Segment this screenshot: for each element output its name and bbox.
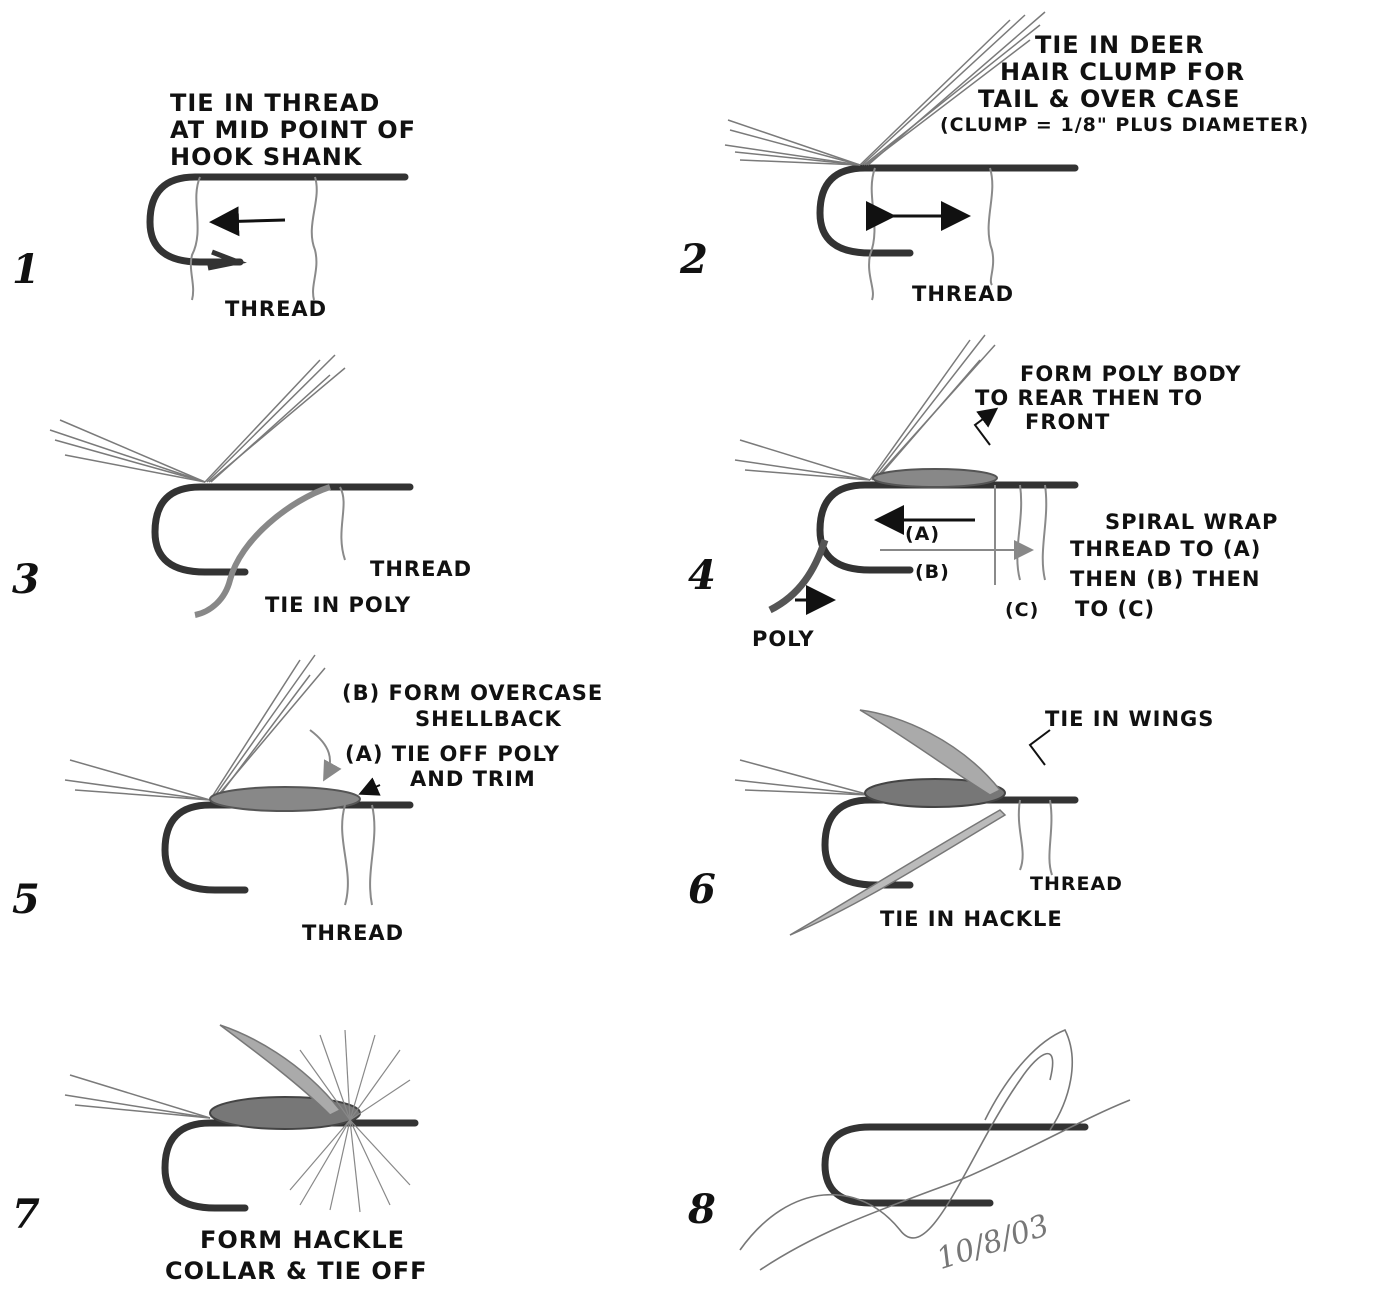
step-4-thread bbox=[995, 485, 1046, 585]
step-2-thread bbox=[869, 168, 993, 300]
step-5-thread bbox=[342, 805, 374, 905]
step-4-spiral-line4: TO (C) bbox=[1075, 598, 1155, 621]
step-1-thread bbox=[191, 177, 317, 300]
signature bbox=[740, 1030, 1130, 1270]
step-6-thread bbox=[1019, 800, 1052, 875]
step-number-1: 1 bbox=[12, 250, 40, 290]
step-4-poly-body bbox=[873, 469, 997, 487]
step-7-note-line2: COLLAR & TIE OFF bbox=[165, 1258, 428, 1284]
step-6-wings-label: TIE IN WINGS bbox=[1045, 708, 1214, 731]
step-number-5: 5 bbox=[12, 880, 40, 920]
step-number-3: 3 bbox=[12, 560, 40, 600]
step-5-note-b-line1: (B) FORM OVERCASE bbox=[342, 682, 603, 705]
step-2-note-line2: HAIR CLUMP FOR bbox=[1000, 59, 1245, 85]
step-5-body bbox=[210, 787, 360, 811]
step-5-note-a-line1: (A) TIE OFF POLY bbox=[345, 743, 560, 766]
step-3-thread-label: THREAD bbox=[370, 558, 472, 581]
step-6-hackle-label: TIE IN HACKLE bbox=[880, 908, 1063, 931]
step-1-hook bbox=[150, 177, 405, 268]
step-number-4: 4 bbox=[688, 556, 716, 596]
step-6-thread-label: THREAD bbox=[1030, 874, 1123, 895]
step-4-note-line3: FRONT bbox=[1025, 411, 1110, 434]
step-1-note-line3: HOOK SHANK bbox=[170, 144, 362, 170]
step-6-hair bbox=[735, 760, 870, 795]
step-number-8: 8 bbox=[688, 1190, 716, 1230]
step-3-thread bbox=[340, 487, 345, 560]
step-1-thread-label: THREAD bbox=[225, 298, 327, 321]
step-4-marker-a: (A) bbox=[905, 524, 940, 545]
step-7-hair bbox=[65, 1075, 210, 1118]
step-4-note-line2: TO REAR THEN TO bbox=[975, 387, 1203, 410]
step-5-note-a-line2: AND TRIM bbox=[410, 768, 536, 791]
step-3-hair bbox=[50, 355, 345, 482]
step-5-arrow-a bbox=[362, 785, 380, 793]
step-1-arrow bbox=[215, 220, 285, 222]
step-number-2: 2 bbox=[680, 240, 708, 280]
step-4-spiral-line1: SPIRAL WRAP bbox=[1105, 511, 1278, 534]
step-4-pointer bbox=[975, 410, 995, 445]
step-1-note-line1: TIE IN THREAD bbox=[170, 90, 380, 116]
step-2-note-line1: TIE IN DEER bbox=[1035, 32, 1205, 58]
step-4-hair bbox=[735, 335, 995, 480]
step-4-note-line1: FORM POLY BODY bbox=[1020, 363, 1241, 386]
step-3-poly-label: TIE IN POLY bbox=[265, 594, 411, 617]
step-5-thread-label: THREAD bbox=[302, 922, 404, 945]
step-number-7: 7 bbox=[12, 1195, 40, 1235]
step-4-spiral-line2: THREAD TO (A) bbox=[1070, 538, 1261, 561]
step-2-note-line3: TAIL & OVER CASE bbox=[978, 86, 1240, 112]
step-5-arrow-b bbox=[310, 730, 330, 778]
step-6-pointer bbox=[1030, 730, 1050, 765]
step-number-6: 6 bbox=[688, 870, 716, 910]
step-4-poly-label: POLY bbox=[752, 628, 815, 651]
step-7-hook bbox=[165, 1123, 415, 1208]
step-2-hook bbox=[820, 168, 1075, 253]
step-7-note-line1: FORM HACKLE bbox=[200, 1227, 405, 1253]
step-4-hook bbox=[820, 485, 1075, 570]
step-2-thread-label: THREAD bbox=[912, 283, 1014, 306]
step-4-marker-b: (B) bbox=[915, 562, 950, 583]
step-5-hair bbox=[65, 655, 325, 800]
step-4-spiral-line3: THEN (B) THEN bbox=[1070, 568, 1260, 591]
step-2-note-line4: (CLUMP = 1/8" PLUS DIAMETER) bbox=[940, 115, 1309, 136]
step-5-note-b-line2: SHELLBACK bbox=[415, 708, 562, 731]
step-4-marker-c: (C) bbox=[1005, 600, 1039, 621]
step-1-note-line2: AT MID POINT OF bbox=[170, 117, 416, 143]
